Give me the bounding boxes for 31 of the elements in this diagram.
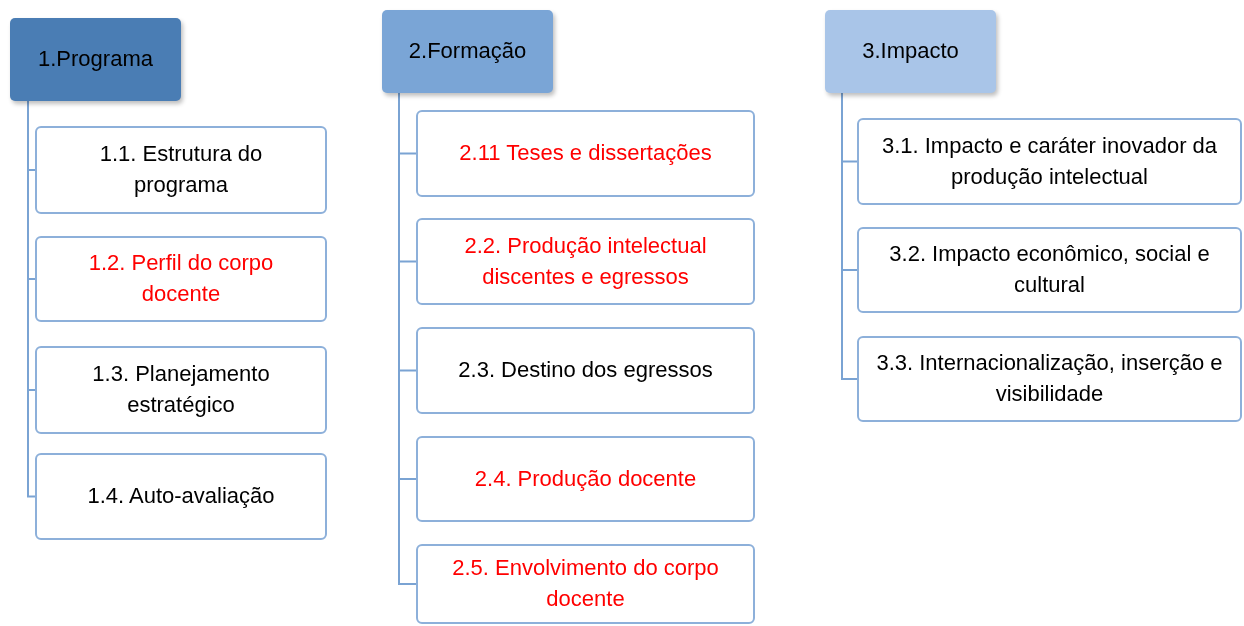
category-header xyxy=(382,10,553,93)
criterion-box xyxy=(857,118,1242,205)
node-label: 1.2. Perfil do corpo docente xyxy=(87,249,275,308)
node-label: 3.3. Internacionalização, inserção e visibilidade xyxy=(875,349,1224,408)
criterion-box xyxy=(416,544,755,624)
node-label: 3.1. Impacto e caráter inovador da produção intelectual xyxy=(880,131,1219,191)
criterion-box xyxy=(857,227,1242,313)
criterion-box xyxy=(416,110,755,197)
node-label: 2.5. Envolvimento do corpo docente xyxy=(451,554,720,613)
category-header xyxy=(825,10,996,93)
node-label: 2.4. Produção docente xyxy=(474,464,697,493)
node-label: 1.4. Auto-avaliação xyxy=(87,482,275,511)
criterion-box xyxy=(416,436,755,522)
criterion-box xyxy=(35,346,327,434)
criterion-box xyxy=(35,126,327,214)
node-label: 2.3. Destino dos egressos xyxy=(458,356,713,385)
criterion-box xyxy=(35,236,327,322)
node-label: 1.Programa xyxy=(38,45,153,74)
node-label: 2.2. Produção intelectual discentes e egressos xyxy=(463,231,708,291)
node-label: 2.Formação xyxy=(408,37,527,66)
connector-line xyxy=(841,92,858,380)
criterion-box xyxy=(35,453,327,540)
node-label: 3.Impacto xyxy=(862,37,959,66)
node-label: 1.1. Estrutura do programa xyxy=(98,140,264,199)
criterion-box xyxy=(857,336,1242,422)
criterion-box xyxy=(416,218,755,305)
criterion-box xyxy=(416,327,755,414)
node-label: 3.2. Impacto econômico, social e cultural xyxy=(888,240,1211,299)
category-header xyxy=(10,18,181,101)
node-label: 1.3. Planejamento estratégico xyxy=(91,360,271,419)
node-label: 2.11 Teses e dissertações xyxy=(459,139,712,168)
